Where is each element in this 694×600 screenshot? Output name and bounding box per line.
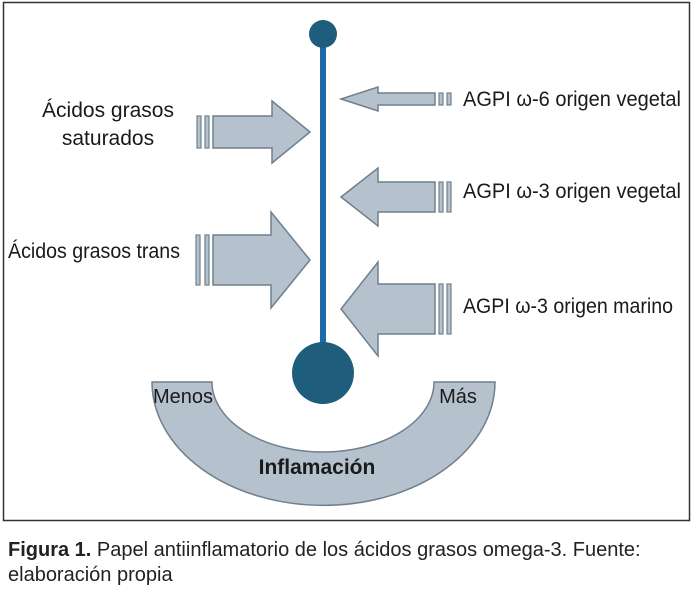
diagram-frame [2,1,691,522]
label-saturated-line1: Ácidos grasos [42,99,174,122]
label-less: Menos [153,386,213,408]
inflammation-scale [151,381,496,507]
lever-bottom-ball [292,342,354,404]
figure-caption: Figura 1. Papel antiinflamatorio de los … [8,538,688,588]
label-omega6-vegetal: AGPI ω-6 origen vegetal [463,88,681,111]
arrow-omega6-vegetal [338,85,452,113]
label-more: Más [439,386,477,408]
label-saturated-line2: saturados [62,127,154,150]
caption-lead: Figura 1. [8,539,92,561]
caption-text: Papel antiinflamatorio de los ácidos gra… [8,539,641,586]
arrow-saturated [196,99,312,165]
lever-top-ball [309,20,337,48]
arrow-trans [195,209,311,311]
label-trans: Ácidos grasos trans [8,240,180,263]
label-omega3-vegetal: AGPI ω-3 origen vegetal [463,180,681,203]
label-omega3-marine: AGPI ω-3 origen marino [463,295,673,318]
label-inflammation: Inflamación [259,456,376,479]
arrow-omega3-marine [340,259,452,359]
arrow-omega3-vegetal [339,166,452,228]
